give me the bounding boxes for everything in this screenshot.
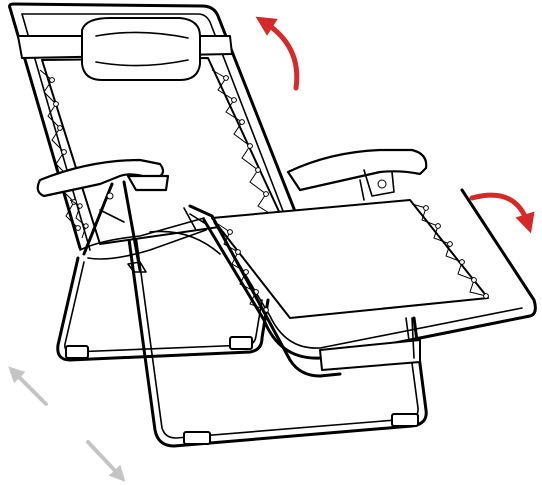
armrest-left	[36, 158, 221, 273]
front-foot-cap-left	[183, 431, 211, 445]
rear-foot-cap-right	[229, 336, 253, 350]
length-adjust-arrow	[8, 366, 48, 406]
front-frame	[126, 230, 428, 448]
frame-pivot-links	[188, 204, 342, 378]
backrest-recline-arrow	[255, 16, 300, 91]
armrest-right	[286, 148, 428, 201]
legrest-support-bar	[319, 339, 421, 371]
backrest	[8, 2, 302, 251]
seat-legrest	[202, 188, 537, 371]
rear-frame	[56, 256, 270, 362]
front-foot-cap-right	[391, 413, 419, 427]
footrest-raise-arrow	[469, 192, 535, 234]
length-adjust-arrow-down	[86, 440, 126, 482]
rear-foot-cap-left	[65, 345, 89, 359]
head-pillow	[81, 17, 201, 81]
motion-arrows	[8, 16, 535, 482]
